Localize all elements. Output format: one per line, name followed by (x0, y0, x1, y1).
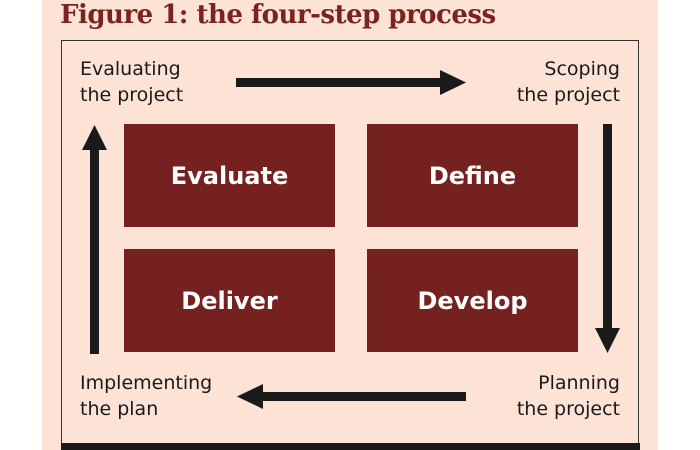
label-implementing: Implementing the plan (80, 370, 212, 422)
label-line: the project (80, 84, 184, 106)
step-develop: Develop (367, 249, 578, 352)
figure-title: Figure 1: the four-step process (60, 0, 496, 30)
label-evaluating: Evaluating the project (80, 56, 183, 108)
label-line: Evaluating (80, 58, 181, 80)
bottom-rule (61, 443, 640, 450)
label-scoping: Scoping the project (517, 56, 620, 108)
diagram-frame (61, 40, 639, 444)
label-planning: Planning the project (517, 370, 620, 422)
step-evaluate: Evaluate (124, 124, 335, 227)
arrow-left-icon (237, 384, 466, 409)
label-line: the plan (80, 398, 159, 420)
label-line: Scoping (544, 58, 620, 80)
step-deliver: Deliver (124, 249, 335, 352)
label-line: the project (516, 398, 620, 420)
arrow-up-icon (82, 125, 107, 354)
arrow-right-icon (236, 70, 466, 95)
label-line: Planning (538, 372, 620, 394)
label-line: Implementing (80, 372, 213, 394)
label-line: the project (516, 84, 620, 106)
arrow-down-icon (595, 124, 620, 353)
step-define: Define (367, 124, 578, 227)
